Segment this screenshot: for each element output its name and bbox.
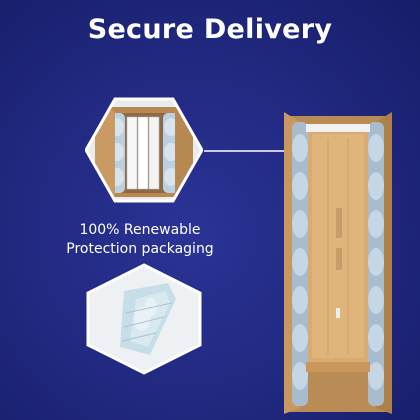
page-title: Secure Delivery [87,14,333,45]
feature-line-2: Protection packaging [66,241,214,257]
box-with-air-cushions-icon [85,97,203,203]
air-cushion-bag-icon [86,263,202,375]
feature-line-1: 100% Renewable [79,222,201,238]
packaged-product-image [284,112,392,414]
